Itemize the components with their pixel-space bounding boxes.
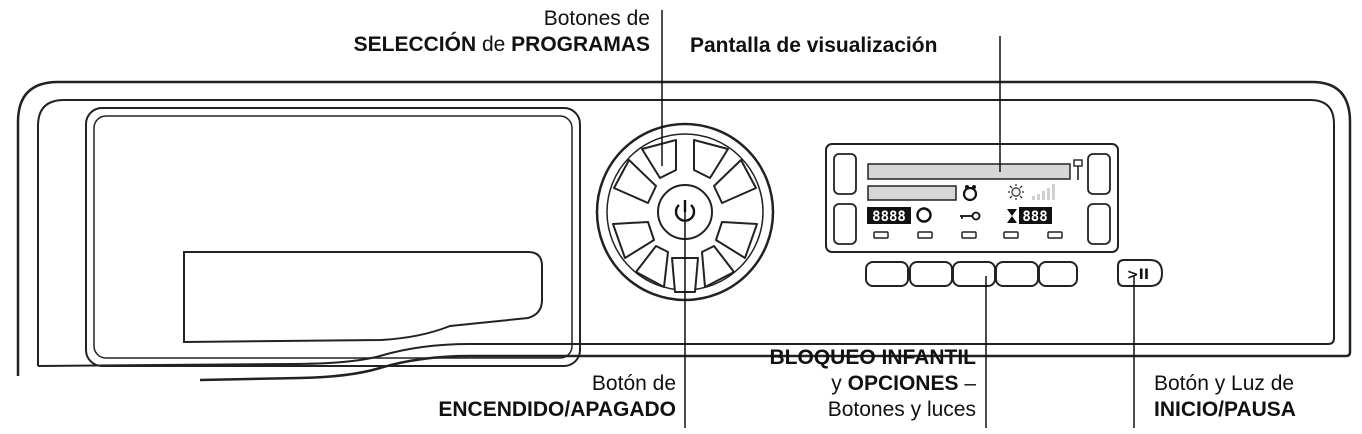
start-pause-button[interactable]: >II [1117,259,1164,287]
display-button-left-top[interactable] [833,153,857,195]
label-child-lock-line3: Botones y luces [827,398,976,421]
option-light-4 [1003,231,1019,239]
label-start-pause: Botón y Luz de INICIO/PAUSA [1154,371,1296,423]
option-button-2[interactable] [909,261,953,287]
panel-inner-outline [37,99,1335,367]
detergent-drawer-inner [93,115,573,359]
program-button-top-right[interactable] [693,139,729,179]
key-icon [960,211,981,221]
hourglass-icon [1007,209,1017,223]
option-light-2 [917,231,933,239]
label-child-lock-c: – [958,372,976,395]
sun-icon [1008,184,1024,200]
option-button-1[interactable] [865,261,909,287]
label-power: Botón de ENCENDIDO/APAGADO [438,371,676,423]
label-program-selection-c: PROGRAMAS [511,33,650,56]
option-light-5 [1047,231,1063,239]
option-light-3 [961,231,977,239]
cycle-icon [916,207,932,223]
label-program-selection-line2: SELECCIÓN de PROGRAMAS [354,32,650,58]
option-button-3[interactable] [952,261,996,287]
label-power-line1: Botón de [591,372,676,395]
drawer-handle [183,251,543,344]
label-program-selection-a: SELECCIÓN [353,33,477,56]
option-button-5[interactable] [1038,261,1078,287]
label-child-lock-b: OPCIONES [847,372,959,395]
label-start-pause-line2: INICIO/PAUSA [1154,398,1296,421]
program-button-bottom-left[interactable] [635,245,669,288]
play-pause-icon: >II [1127,267,1149,283]
program-button-upper-left[interactable] [613,159,657,204]
detergent-drawer [85,107,581,367]
label-child-lock-line2: y OPCIONES – [770,371,976,397]
program-button-lower-right[interactable] [715,221,758,259]
display-option-bar [867,185,957,201]
label-power-line2: ENCENDIDO/APAGADO [438,398,676,421]
option-button-4[interactable] [995,261,1039,287]
label-program-selection: Botones de SELECCIÓN de PROGRAMAS [354,6,650,58]
label-start-pause-line1: Botón y Luz de [1154,372,1295,395]
display-button-right-bottom[interactable] [1087,203,1111,245]
display-button-left-bottom[interactable] [833,203,857,245]
signal-bars-icon [1032,184,1055,200]
program-button-lower-left[interactable] [612,221,655,259]
label-child-lock-a: y [831,372,848,395]
digit-readout-left: 8888 [872,209,906,225]
digit-readout-right-bg [1019,207,1052,224]
display-program-bar [867,163,1071,180]
stain-icon [962,185,978,202]
display-screen: 8888 888 [825,143,1119,253]
label-child-lock-line1: BLOQUEO INFANTIL [769,346,977,369]
label-program-selection-b: de [476,33,512,56]
label-program-selection-line1: Botones de [543,7,650,30]
program-button-upper-right[interactable] [713,159,757,204]
digit-readout-right: 888 [1022,209,1047,225]
digit-readout-left-bg [867,207,911,224]
label-display: Pantalla de visualización [690,34,938,57]
option-light-1 [873,231,889,239]
panel-outline [16,80,1352,382]
display-button-right-top[interactable] [1087,153,1111,195]
program-button-top-left[interactable] [641,139,677,179]
thermometer-icon [1073,159,1083,180]
program-button-bottom-right[interactable] [701,245,735,288]
label-child-lock: BLOQUEO INFANTIL y OPCIONES – Botones y … [770,345,977,423]
